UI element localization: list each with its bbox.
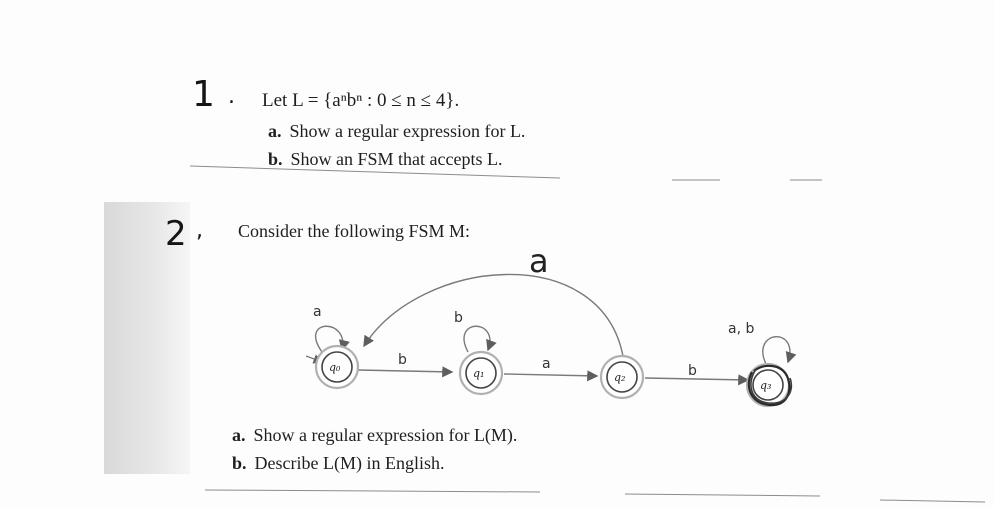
state-label-q0: q₀ <box>329 361 341 374</box>
scan-line <box>189 165 561 179</box>
edge-q0-q0 <box>315 325 350 353</box>
problem-2-intro: Consider the following FSM M: <box>238 221 471 241</box>
scan-line <box>624 493 821 497</box>
problem-2-item-b: b. Describe L(M) in English. <box>232 453 444 474</box>
scan-line <box>879 499 986 503</box>
problem-1-item-b: b. Show an FSM that accepts L. <box>268 149 503 170</box>
problem-2-marker: , <box>196 218 203 243</box>
edge-q2-q3 <box>644 374 750 386</box>
edge-label-q2-q0: a <box>529 242 549 280</box>
problem-1-item-a: a. Show a regular expression for L. <box>268 121 525 142</box>
state-label-q3: q₃ <box>760 379 771 392</box>
state-label-q1: q₁ <box>473 367 484 380</box>
item-label: b. <box>268 149 283 169</box>
edge-q2-q0 <box>363 273 624 357</box>
item-label: b. <box>232 453 247 473</box>
problem-1-number: 1 <box>192 74 215 115</box>
state-q0: q₀ <box>314 344 360 390</box>
edge-q1-q2 <box>503 370 599 382</box>
edge-label-q1-q1: b <box>454 310 463 326</box>
item-label: a. <box>232 425 246 445</box>
edge-label-q0-q0: a <box>313 304 322 320</box>
edge-q3-q3 <box>762 336 797 365</box>
edge-label-q3-q3: a, b <box>728 321 754 337</box>
item-label: a. <box>268 121 282 141</box>
edge-label-q2-q3: b <box>688 363 697 379</box>
state-q1: q₁ <box>458 350 504 396</box>
item-text: Show a regular expression for L(M). <box>253 425 518 445</box>
state-q3: q₃ <box>745 362 793 408</box>
problem-2-item-a: a. Show a regular expression for L(M). <box>232 425 517 446</box>
problem-1-marker: . <box>228 84 235 109</box>
scan-shadow <box>104 202 190 474</box>
edge-label-q0-q1: b <box>398 352 407 368</box>
state-q2: q₂ <box>599 354 645 400</box>
edge-label-q1-q2: a <box>542 356 551 372</box>
edge-q0-q1 <box>357 366 454 378</box>
state-label-q2: q₂ <box>614 371 625 384</box>
item-text: Describe L(M) in English. <box>254 453 445 473</box>
item-text: Show a regular expression for L. <box>289 121 526 141</box>
accept-hand-circle <box>750 368 793 404</box>
edge-q1-q1 <box>463 325 497 353</box>
problem-2-number: 2 <box>165 214 187 254</box>
item-text: Show an FSM that accepts L. <box>290 149 503 169</box>
scan-line <box>204 489 541 493</box>
problem-1-statement: Let L = {aⁿbⁿ : 0 ≤ n ≤ 4}. <box>262 90 460 111</box>
